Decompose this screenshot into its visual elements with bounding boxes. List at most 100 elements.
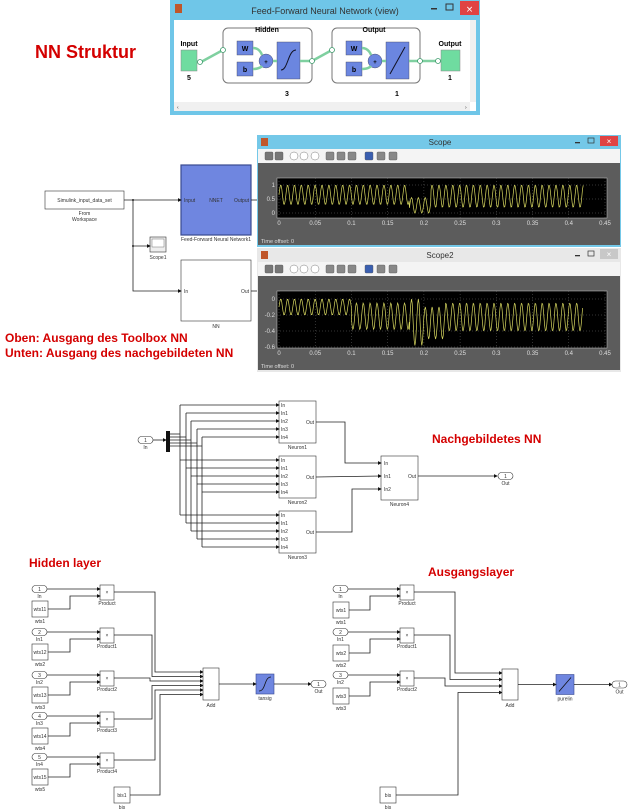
layer-out-port[interactable] — [611, 680, 628, 689]
from-workspace-caption-1: From — [79, 211, 91, 217]
vertical-scrollbar[interactable] — [470, 20, 476, 102]
hidden-layer-diagram: Hidden layer1Inwts11wts1×Product2In1wts1… — [29, 556, 327, 811]
simulink-model: Simulink_input_data_set From Workspace I… — [44, 164, 257, 330]
zoom-y-icon[interactable] — [310, 151, 320, 161]
product-label: Product2 — [397, 687, 417, 693]
maximize-button[interactable] — [587, 250, 595, 257]
neuron-block[interactable] — [278, 455, 317, 499]
hidden-label: Hidden — [255, 27, 279, 34]
print-icon[interactable] — [264, 264, 274, 274]
add-block[interactable] — [501, 668, 519, 701]
autoscale-icon[interactable] — [325, 264, 335, 274]
params-icon[interactable] — [274, 264, 284, 274]
layer-in-port-number: 2 — [339, 630, 342, 636]
product-symbol: × — [106, 633, 109, 639]
zoom-x-icon[interactable] — [299, 264, 309, 274]
layer-out-port-number: 1 — [317, 682, 320, 688]
neuron-port-label: In3 — [281, 537, 288, 543]
close-button[interactable] — [600, 136, 618, 146]
minimize-button[interactable] — [575, 255, 580, 257]
signal-select-icon[interactable] — [388, 151, 398, 161]
restore-axes-icon[interactable] — [347, 151, 357, 161]
save-axes-icon[interactable] — [336, 264, 346, 274]
neuron-port-label: In2 — [281, 529, 288, 535]
x-tick-label: 0.45 — [599, 221, 611, 227]
autoscale-icon[interactable] — [325, 151, 335, 161]
horizontal-scrollbar[interactable] — [174, 102, 470, 111]
product-block[interactable] — [99, 711, 115, 728]
neuron-port-label: In2 — [281, 419, 288, 425]
floating-scope-icon[interactable] — [364, 264, 374, 274]
neuron-port-label: In1 — [281, 411, 288, 417]
signal-line — [48, 594, 101, 610]
product-block[interactable] — [399, 584, 415, 601]
layer-in-port-label: In2 — [337, 680, 344, 686]
time-offset: Time offset: 0 — [261, 239, 294, 245]
y-tick-label: 0.5 — [267, 197, 276, 203]
maximize-button[interactable] — [445, 3, 454, 11]
neuron-port-label: In4 — [281, 490, 288, 496]
close-button[interactable] — [600, 249, 618, 259]
neuron-port-label: In — [281, 403, 285, 409]
product-block[interactable] — [99, 627, 115, 644]
demux-block[interactable] — [166, 431, 170, 452]
save-axes-icon[interactable] — [336, 151, 346, 161]
layer-in-port-label: In3 — [36, 721, 43, 727]
minimize-button[interactable] — [431, 8, 437, 10]
rebuilt-out-port[interactable] — [497, 472, 514, 480]
zoom-y-icon[interactable] — [310, 264, 320, 274]
weight-constant-label: wts3 — [336, 706, 347, 712]
hidden-plus: + — [264, 60, 268, 66]
scroll-left-icon[interactable]: ‹ — [177, 105, 179, 111]
zoom-x-icon[interactable] — [299, 151, 309, 161]
product-block[interactable] — [399, 670, 415, 687]
lock-icon[interactable] — [376, 264, 386, 274]
hidden-b-label: b — [243, 67, 247, 74]
maximize-button[interactable] — [587, 137, 595, 144]
x-tick-label: 0.2 — [420, 351, 429, 357]
nn-view-nodes — [197, 47, 441, 65]
neuron4-block[interactable] — [380, 455, 419, 501]
minimize-button[interactable] — [575, 142, 580, 144]
zoom-in-icon[interactable] — [289, 151, 299, 161]
nnet-input-port: Input — [184, 198, 196, 204]
layer-in-port-label: In4 — [36, 762, 43, 768]
layer-in-port-number: 1 — [38, 587, 41, 593]
scroll-right-icon[interactable]: › — [465, 105, 467, 111]
layer-out-port[interactable] — [310, 680, 327, 688]
signal-line — [48, 680, 101, 696]
layer-in-port-number: 1 — [339, 587, 342, 593]
x-tick-label: 0.1 — [347, 221, 356, 227]
layer-out-port-label: Out — [615, 690, 624, 696]
scope1-caption: Scope1 — [150, 255, 167, 261]
close-button[interactable] — [460, 1, 479, 15]
nn-subsystem-block[interactable] — [180, 259, 252, 322]
activation-label: tansig — [258, 696, 272, 702]
weight-constant-value: wts1 — [336, 608, 347, 614]
weight-constant-value: wts3 — [336, 694, 347, 700]
y-tick-label: -0.4 — [265, 329, 276, 335]
neuron-block[interactable] — [278, 510, 317, 554]
zoom-in-icon[interactable] — [289, 264, 299, 274]
lock-icon[interactable] — [376, 151, 386, 161]
signal-line — [48, 762, 101, 778]
product-block[interactable] — [399, 627, 415, 644]
product-block[interactable] — [99, 752, 115, 769]
scope-title: Scope2 — [426, 251, 454, 260]
product-block[interactable] — [99, 670, 115, 687]
layer-in-port-number: 4 — [38, 714, 41, 720]
floating-scope-icon[interactable] — [364, 151, 374, 161]
signal-line — [130, 692, 204, 796]
print-icon[interactable] — [264, 151, 274, 161]
restore-axes-icon[interactable] — [347, 264, 357, 274]
params-icon[interactable] — [274, 151, 284, 161]
product-symbol: × — [406, 633, 409, 639]
signal-select-icon[interactable] — [388, 264, 398, 274]
add-block[interactable] — [202, 667, 220, 701]
weight-constant-value: wts14 — [33, 734, 46, 740]
neuron-port-label: In1 — [281, 466, 288, 472]
matlab-logo-icon — [261, 138, 268, 146]
product-block[interactable] — [99, 584, 115, 601]
rebuilt-nn-diagram: 1InInIn1In2In3In4OutNeuron1InIn1In2In3In… — [137, 400, 541, 561]
bias-constant-value: bis — [385, 793, 392, 799]
